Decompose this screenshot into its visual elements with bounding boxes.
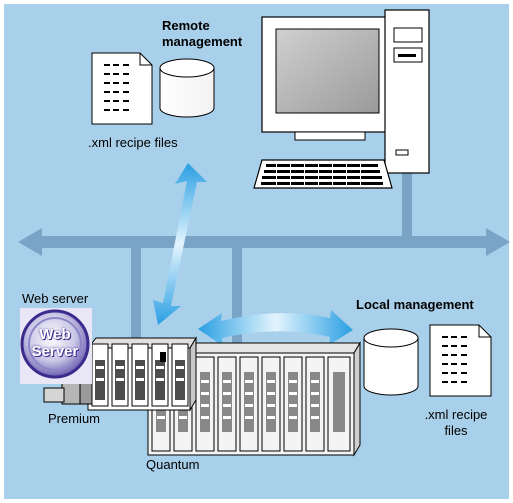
quantum-label: Quantum: [146, 457, 200, 472]
premium-label: Premium: [48, 411, 101, 426]
network-bus: [18, 172, 510, 343]
remote-management-line1: Remote: [162, 18, 210, 33]
database-icon: [159, 58, 215, 118]
local-files-line1: .xml recipe: [424, 407, 488, 422]
local-files-label: .xml recipe files: [412, 407, 500, 439]
web-logo-line1: Web: [39, 326, 71, 343]
remote-management-line2: management: [162, 34, 243, 49]
computer-drop-line: [402, 172, 412, 238]
local-database-icon: [363, 328, 419, 396]
quantum-drop-line: [232, 248, 242, 343]
web-server-label: Web server: [22, 291, 89, 306]
local-exchange-arrow: [198, 310, 353, 346]
local-files-line2: files: [444, 423, 468, 438]
local-management-label: Local management: [356, 297, 474, 312]
remote-files-label: .xml recipe files: [88, 135, 178, 150]
web-logo-line2: Server: [31, 343, 79, 360]
web-logo-text: Web Server: [22, 326, 88, 360]
premium-drop-line: [131, 248, 141, 340]
document-icon: [91, 52, 153, 125]
remote-exchange-arrow: [153, 163, 207, 325]
remote-management-label: Remote management: [162, 18, 242, 50]
web-server-logo-icon: [20, 308, 92, 384]
desktop-computer-icon: [253, 9, 430, 189]
local-document-icon: [429, 324, 492, 397]
